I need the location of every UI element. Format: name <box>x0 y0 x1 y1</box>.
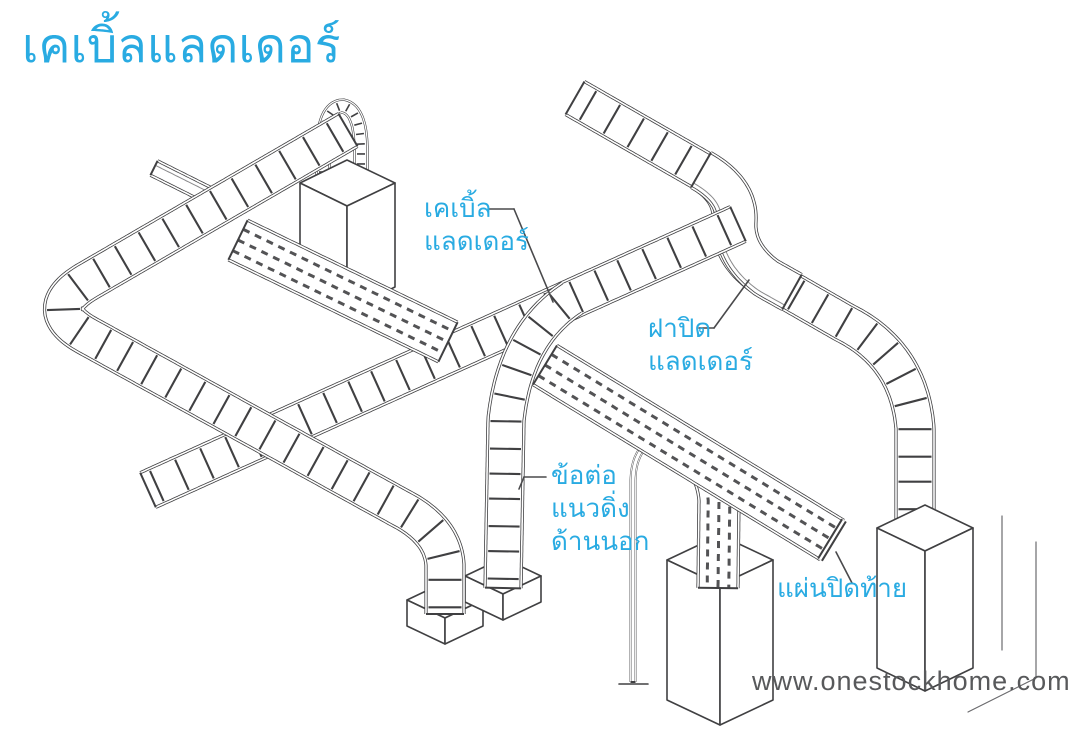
concrete-column-right <box>876 504 974 692</box>
label-ladder-cover: ฝาปิด แลดเดอร์ <box>648 312 753 378</box>
label-end-plate: แผ่นปิดท้าย <box>777 572 907 605</box>
label-line: แผ่นปิดท้าย <box>777 573 908 603</box>
watermark-url: www.onestockhome.com <box>752 666 1071 696</box>
concrete-column-middle <box>666 534 774 726</box>
label-line: แลดเดอร์ <box>424 226 529 256</box>
conduit-pole <box>629 434 660 683</box>
label-outer-vertical-joint: ข้อต่อ แนวดิ่ง ด้านนอก <box>551 459 649 558</box>
label-line: แนวดิ่ง <box>551 493 630 523</box>
label-line: ข้อต่อ <box>551 460 617 490</box>
floor-edges <box>967 515 1037 713</box>
label-line: เคเบิ้ล <box>424 193 492 223</box>
label-line: แลดเดอร์ <box>648 346 753 376</box>
label-line: ด้านนอก <box>551 526 650 556</box>
page-title: เคเบิ้ลแลดเดอร์ <box>22 20 341 73</box>
perforated-tray-main <box>532 344 847 562</box>
vertical-drop-right <box>483 281 583 590</box>
label-line: ฝาปิด <box>648 313 712 343</box>
label-leaders <box>488 208 853 584</box>
ladder-run-loop <box>42 112 466 615</box>
label-cable-ladder: เคเบิ้ล แลดเดอร์ <box>424 192 529 258</box>
perforated-tray-upper <box>227 218 459 364</box>
